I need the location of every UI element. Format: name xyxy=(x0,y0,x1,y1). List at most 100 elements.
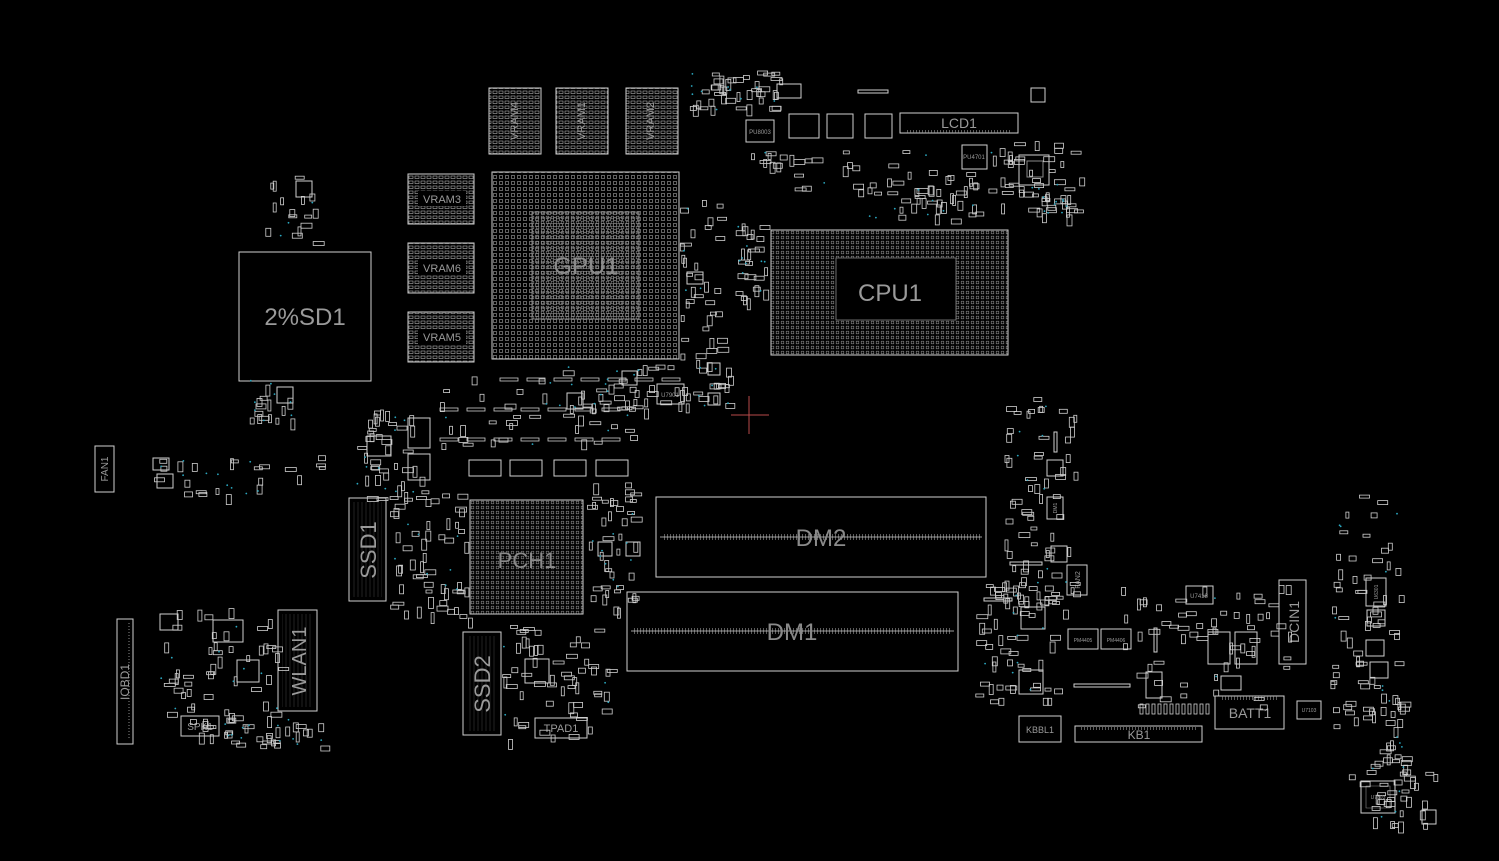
smd-pad xyxy=(1370,763,1381,769)
smd-pad xyxy=(466,407,486,412)
smd-pad xyxy=(588,541,593,551)
smd-pad xyxy=(1036,591,1041,601)
smd-pad xyxy=(534,681,546,687)
via-dot xyxy=(1016,634,1019,637)
vram4-chip[interactable]: VRAM4 xyxy=(489,88,541,154)
via-dot xyxy=(773,100,776,102)
pm4405-chip[interactable]: PM4405 xyxy=(1068,629,1098,649)
smd-pad xyxy=(1369,676,1376,685)
via-dot xyxy=(574,406,576,408)
smd-pad xyxy=(265,227,272,237)
u7901-chip[interactable]: U7901 xyxy=(657,384,684,404)
smd-pad xyxy=(518,722,530,728)
smd-pad xyxy=(404,610,409,620)
smd-pad xyxy=(1015,156,1026,162)
vram1-chip[interactable]: VRAM1 xyxy=(556,88,608,154)
smd-pad xyxy=(262,740,275,745)
smd-pad xyxy=(268,414,272,424)
kb1-connector[interactable]: KB1 xyxy=(1075,726,1202,742)
smd-pad xyxy=(759,225,771,230)
via-dot xyxy=(444,584,447,586)
tpad1-connector[interactable]: TPAD1 xyxy=(535,718,587,738)
lcd1-connector[interactable]: LCD1 xyxy=(900,113,1018,133)
smd-pad xyxy=(696,359,701,369)
smd-pad xyxy=(1377,619,1386,625)
smd-pad xyxy=(735,230,746,237)
smd-pad xyxy=(1398,706,1410,712)
u7418-chip[interactable]: U7418 xyxy=(1186,586,1213,604)
via-dot xyxy=(356,482,359,485)
smd-pad xyxy=(1070,587,1075,595)
fan2-label: FAN2 xyxy=(1075,571,1082,589)
pm4406-chip[interactable]: PM4406 xyxy=(1101,629,1131,649)
dm1-slot[interactable]: DM1 xyxy=(627,592,958,671)
smd-pad xyxy=(950,218,962,225)
smd-pad xyxy=(462,442,474,447)
sd1-connector[interactable]: 2%SD1 xyxy=(239,252,371,381)
smd-pad xyxy=(510,625,518,629)
pch1-chip[interactable]: PCH1 xyxy=(470,500,583,614)
via-dot xyxy=(227,734,230,737)
smd-pad xyxy=(747,249,752,261)
u6301-chip[interactable]: U6301 xyxy=(1366,578,1386,606)
smd-pad xyxy=(794,173,804,178)
pu8003-chip[interactable]: PU8003 xyxy=(746,120,774,142)
vram6-chip[interactable]: VRAM6 xyxy=(408,243,474,293)
smd-pad xyxy=(534,645,538,656)
via-dot xyxy=(599,555,602,557)
smd-pad xyxy=(508,739,513,750)
dm2-slot[interactable]: DM2 xyxy=(656,497,986,577)
ssd1-connector[interactable]: SSD1 xyxy=(349,498,386,601)
via-dot xyxy=(745,262,747,265)
vram5-chip[interactable]: VRAM5 xyxy=(408,312,474,362)
pu4701-chip[interactable]: PU4701 xyxy=(962,145,987,169)
smd-pad xyxy=(1180,693,1188,699)
smd-pad xyxy=(1044,478,1049,489)
smd-pad xyxy=(1333,707,1340,714)
spk1-connector[interactable]: SPK1 xyxy=(181,716,219,736)
smd-pad xyxy=(1353,650,1364,657)
wlan1-module[interactable]: WLAN1 xyxy=(278,610,317,711)
batt1-connector[interactable]: BATT1 xyxy=(1215,696,1284,729)
smd-pad xyxy=(1383,801,1396,807)
iobd1-connector[interactable]: IOBD1 xyxy=(117,619,133,744)
smd-pad xyxy=(591,666,597,676)
smd-pad xyxy=(1283,656,1292,661)
via-dot xyxy=(257,490,259,492)
u7803-chip[interactable]: U7803 xyxy=(1361,781,1395,813)
smd-pad xyxy=(1333,724,1341,730)
cpu1-chip[interactable]: CPU1 xyxy=(771,230,1008,355)
via-dot xyxy=(616,370,618,373)
u7103-chip[interactable]: U7103 xyxy=(1297,701,1321,719)
smd-pad xyxy=(1033,455,1043,460)
smd-pad xyxy=(1414,782,1419,791)
smd-pad xyxy=(542,393,548,405)
smd-pad xyxy=(771,71,781,76)
smd-pad xyxy=(744,274,757,281)
smd-pad xyxy=(513,717,518,727)
smd-pad xyxy=(1372,623,1381,628)
dm1-small-part[interactable]: DM1 xyxy=(1047,497,1063,519)
vram3-chip[interactable]: VRAM3 xyxy=(408,174,474,224)
smd-pad xyxy=(318,723,325,733)
smd-pad xyxy=(714,288,722,294)
fan2-connector[interactable]: FAN2 xyxy=(1067,565,1087,595)
smd-pad xyxy=(1377,500,1389,506)
smd-pad xyxy=(409,559,416,571)
smd-pad xyxy=(1038,659,1044,672)
smd-pad xyxy=(415,496,427,500)
smd-pad xyxy=(869,182,877,189)
smd-pad xyxy=(1254,599,1266,605)
smd-pad xyxy=(534,629,542,636)
smd-pad xyxy=(398,564,404,574)
vram2-chip[interactable]: VRAM2 xyxy=(626,88,678,154)
dm1-label: DM1 xyxy=(767,619,818,646)
gpu1-chip[interactable]: GPU1 xyxy=(492,172,679,359)
smd-pad xyxy=(1008,651,1019,656)
ssd2-connector[interactable]: SSD2 xyxy=(463,632,501,735)
smd-pad xyxy=(410,425,416,438)
smd-pad xyxy=(402,449,414,454)
kbbl1-connector[interactable]: KBBL1 xyxy=(1019,716,1061,742)
fan1-connector[interactable]: FAN1 xyxy=(95,446,114,492)
